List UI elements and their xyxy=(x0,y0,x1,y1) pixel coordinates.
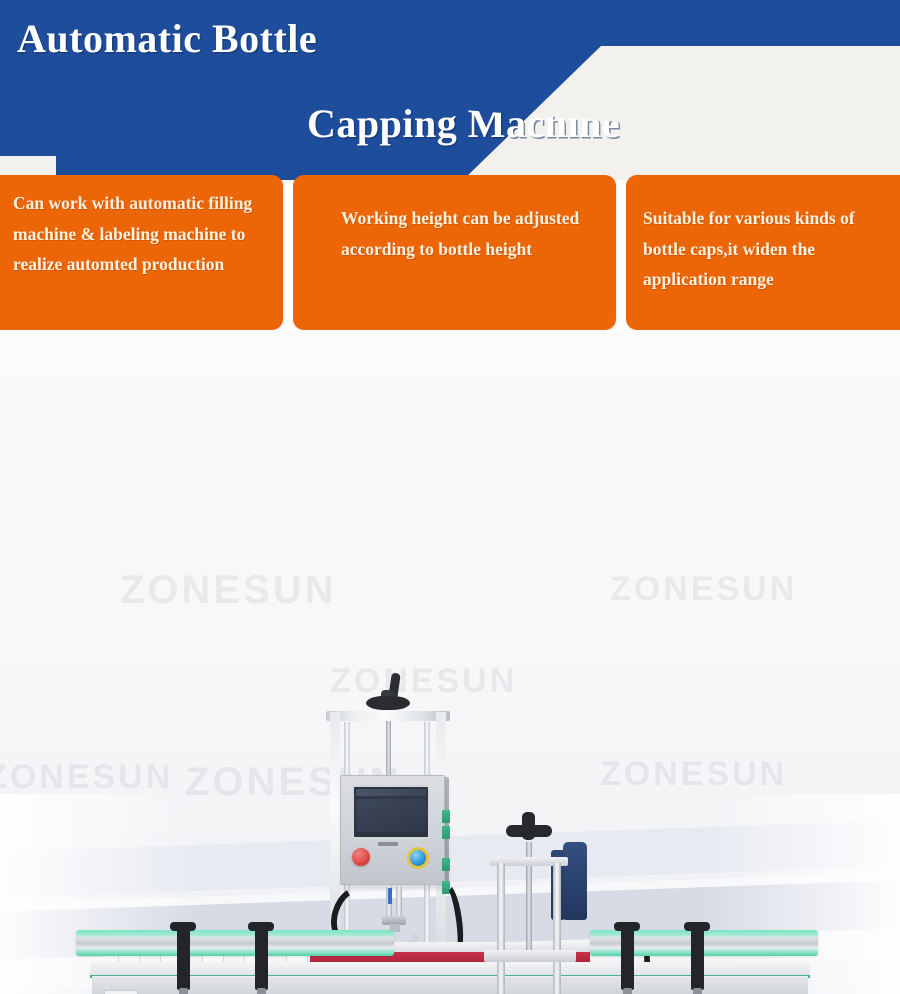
hand-crank-wheel xyxy=(366,696,410,710)
feature-card-1-text: Can work with automatic filling machine … xyxy=(13,193,253,274)
terminal-strip xyxy=(442,858,450,871)
watermark: ZONESUN xyxy=(0,758,174,796)
terminal-strip xyxy=(442,826,450,839)
page-title-line-1: Automatic Bottle xyxy=(17,16,318,61)
frame-top-beam xyxy=(326,711,450,721)
hand-crank-shaft xyxy=(386,718,391,776)
watermark: ZONESUN xyxy=(120,568,337,612)
hmi-menu-bar xyxy=(356,789,426,796)
feature-card-2-text: Working height can be adjusted according… xyxy=(341,208,580,259)
rail-clamp-foot xyxy=(623,988,632,994)
page-title-line-2-white: Capping Machine xyxy=(307,101,621,146)
capping-head-top-plate xyxy=(490,857,568,866)
rail-clamp-foot xyxy=(257,988,266,994)
rail-clamp-post xyxy=(177,928,190,990)
watermark: ZONESUN xyxy=(330,662,518,700)
feature-card-3: Suitable for various kinds of bottle cap… xyxy=(626,175,900,330)
frame-left-column xyxy=(330,712,340,982)
watermark: ZONESUN xyxy=(600,755,788,793)
rail-clamp-post xyxy=(691,928,704,990)
guide-rail-left xyxy=(76,930,394,956)
feature-card-2: Working height can be adjusted according… xyxy=(293,175,616,330)
page-title-line-2: Capping Machine Capping Machine xyxy=(0,0,900,180)
blue-start-button[interactable] xyxy=(410,850,426,866)
hmi-screen-area[interactable] xyxy=(357,799,425,832)
capping-motor xyxy=(563,842,587,920)
feature-highlights: Can work with automatic filling machine … xyxy=(0,175,900,330)
feature-card-1: Can work with automatic filling machine … xyxy=(0,175,283,330)
capping-head-mid-plate xyxy=(484,950,576,962)
terminal-strip xyxy=(442,810,450,823)
conveyor-label-plate xyxy=(104,990,138,994)
rail-clamp-knob[interactable] xyxy=(614,922,640,931)
cap-pickup-nozzle xyxy=(390,924,400,932)
terminal-strip xyxy=(442,881,450,894)
red-emergency-stop-button[interactable] xyxy=(352,848,370,866)
rail-clamp-knob[interactable] xyxy=(170,922,196,931)
hmi-brand-logo xyxy=(378,842,398,846)
rail-clamp-knob[interactable] xyxy=(248,922,274,931)
cylinder-mount-block xyxy=(382,916,406,925)
rail-clamp-foot xyxy=(693,988,702,994)
capping-head-adjust-knob[interactable] xyxy=(506,825,552,837)
capping-head-post-left xyxy=(497,863,505,955)
rail-clamp-knob[interactable] xyxy=(684,922,710,931)
watermark: ZONESUN xyxy=(610,570,798,608)
cylinder-indicator xyxy=(388,888,392,904)
rail-clamp-post xyxy=(255,928,268,990)
pneumatic-cylinder-right xyxy=(396,886,402,918)
feature-card-3-text: Suitable for various kinds of bottle cap… xyxy=(643,208,855,289)
rail-clamp-post xyxy=(621,928,634,990)
capping-head-lower-post-right xyxy=(553,962,561,994)
capping-head-shaft xyxy=(526,842,532,954)
capping-head-lower-post-left xyxy=(497,962,505,994)
capping-head-post-right xyxy=(553,863,561,955)
rail-clamp-foot xyxy=(179,988,188,994)
product-photo: ZONESUN ZONESUN ZONESUN ZONESUN ZONESUN … xyxy=(0,330,900,994)
banner-header: Automatic Bottle Capping Machine Capping… xyxy=(0,0,900,180)
